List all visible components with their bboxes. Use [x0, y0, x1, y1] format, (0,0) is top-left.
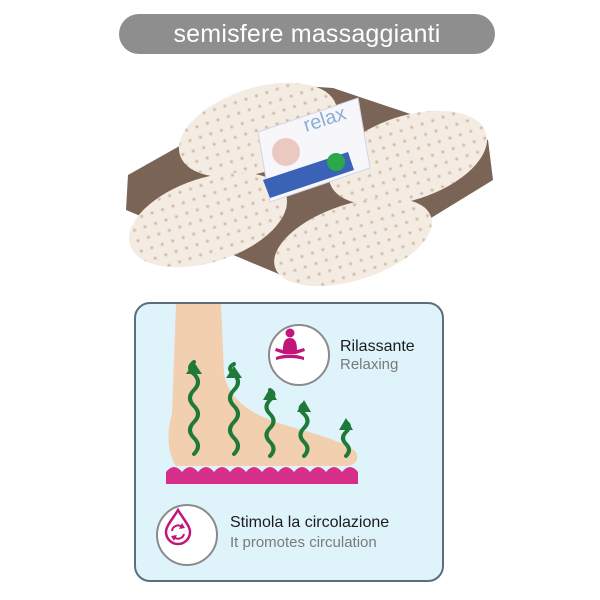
page-title-text: semisfere massaggianti — [173, 19, 441, 48]
benefit-circulation-en: It promotes circulation — [230, 534, 377, 551]
benefits-panel: Rilassante Relaxing Stimola la circolazi… — [134, 302, 444, 582]
circulation-drop-icon — [164, 507, 192, 546]
benefit-circulation-it: Stimola la circolazione — [230, 514, 390, 531]
page-title: semisfere massaggianti — [119, 14, 495, 54]
foot-massage-illustration — [166, 304, 358, 484]
circulation-badge — [156, 504, 218, 566]
product-image: relax — [108, 70, 498, 290]
massage-mat-illustration: relax — [126, 82, 493, 287]
meditation-icon — [275, 328, 305, 360]
benefit-relaxing-en: Relaxing — [340, 356, 399, 373]
relaxing-badge — [268, 324, 330, 386]
benefit-relaxing-it: Rilassante — [340, 338, 415, 355]
